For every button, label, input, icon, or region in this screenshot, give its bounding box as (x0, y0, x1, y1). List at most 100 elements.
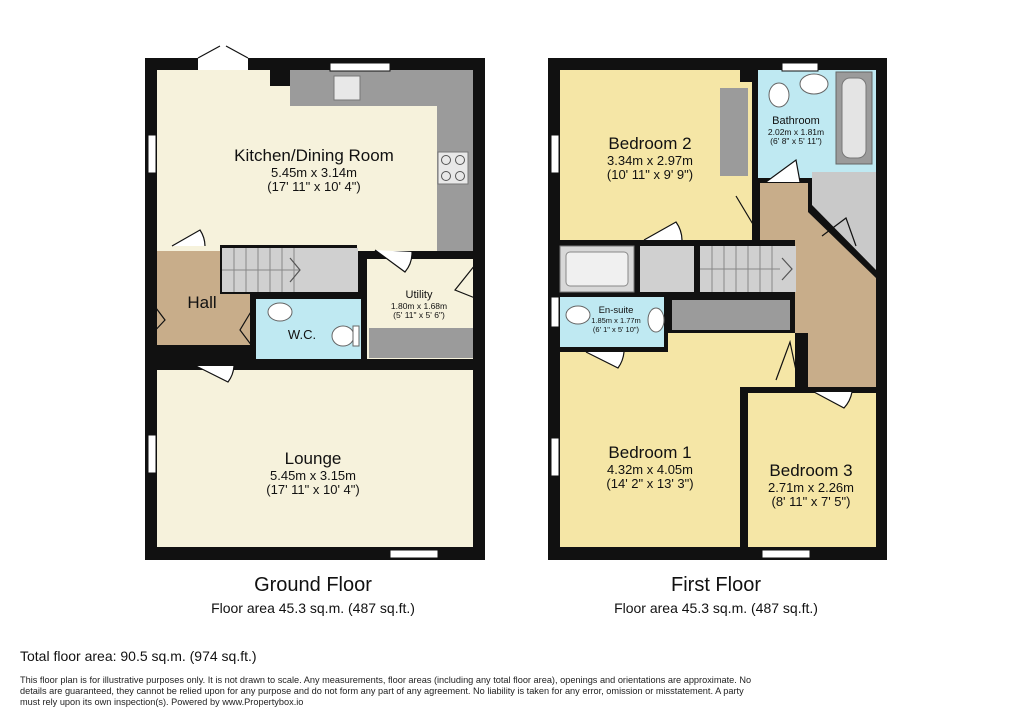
room-name: Kitchen/Dining Room (234, 146, 394, 165)
bathroom-label: Bathroom 2.02m x 1.81m (6' 8" x 5' 11") (768, 115, 824, 147)
bedroom2-label: Bedroom 2 3.34m x 2.97m (10' 11" x 9' 9"… (607, 134, 693, 183)
bedroom2-floor (560, 70, 752, 240)
bedroom3-floor (748, 393, 876, 547)
ground-floor-area: Floor area 45.3 sq.m. (487 sq.ft.) (211, 600, 415, 616)
bedroom3-label: Bedroom 3 2.71m x 2.26m (8' 11" x 7' 5") (768, 461, 854, 510)
first-floor-title: First Floor (671, 574, 761, 596)
room-name: W.C. (287, 327, 317, 342)
kitchen-floor (157, 70, 437, 251)
stairs-arrow (289, 257, 301, 283)
total-floor-area: Total floor area: 90.5 sq.m. (974 sq.ft.… (20, 648, 257, 664)
window (389, 549, 439, 559)
door-swing (585, 351, 625, 369)
lounge-floor (157, 370, 473, 547)
shower-tray (565, 251, 629, 287)
door-swing (374, 249, 413, 273)
room-dimensions-imperial: (17' 11" x 10' 4") (267, 179, 361, 195)
door-swing (643, 221, 683, 241)
room-name: Hall (187, 293, 217, 312)
stair-treads (222, 248, 300, 292)
door-swing (149, 299, 166, 337)
ensuite-label: En-suite 1.85m x 1.77m (6' 1" x 5' 10") (591, 305, 641, 334)
sink (333, 75, 361, 101)
room-name: Bathroom (772, 115, 820, 127)
room-name: Bedroom 3 (769, 461, 853, 480)
hob-ring (441, 171, 451, 181)
ground-floor-title: Ground Floor (254, 574, 372, 596)
bathroom-toilet (768, 82, 790, 108)
door-swing (813, 391, 853, 409)
room-dimensions-imperial: (14' 2" x 13' 3") (606, 476, 694, 492)
window (781, 62, 819, 72)
ensuite-basin (647, 307, 665, 333)
room-dimensions-imperial: (6' 8" x 5' 11") (770, 136, 822, 147)
airing-cupboard (640, 246, 694, 292)
bedroom1-label: Bedroom 1 4.32m x 4.05m (14' 2" x 13' 3"… (606, 443, 693, 492)
door-swing (171, 229, 206, 247)
window (329, 62, 391, 72)
room-dimensions-metric: 3.34m x 2.97m (607, 152, 693, 168)
room-dimensions-imperial: (8' 11" x 7' 5") (771, 494, 851, 510)
room-name: Utility (405, 289, 433, 301)
kitchen-label: Kitchen/Dining Room 5.45m x 3.14m (17' 1… (234, 146, 394, 195)
bathroom-basin (799, 73, 829, 95)
hob (437, 151, 469, 185)
landing-floor (760, 183, 876, 387)
window (147, 134, 157, 174)
hob-ring (455, 155, 465, 165)
room-name: Bedroom 2 (608, 134, 692, 153)
room-dimensions-imperial: (10' 11" x 9' 9") (606, 167, 694, 183)
first-floor-plan (548, 58, 887, 560)
room-dimensions-metric: 5.45m x 3.15m (269, 467, 356, 483)
first-floor-area: Floor area 45.3 sq.m. (487 sq.ft.) (614, 600, 818, 616)
stairs-arrow (781, 257, 793, 281)
cupboard (812, 172, 876, 270)
bedroom1-floor (560, 333, 795, 547)
room-dimensions-imperial: (6' 1" x 5' 10") (592, 324, 640, 334)
hall-label: Hall (187, 293, 216, 313)
wardrobe (720, 88, 748, 176)
door-swing (821, 217, 857, 247)
wc-basin (267, 302, 293, 322)
wc-cistern (352, 325, 360, 347)
room-dimensions-metric: 2.02m x 1.81m (767, 126, 825, 137)
french-doors (198, 58, 248, 70)
room-dimensions-metric: 1.80m x 1.68m (390, 300, 448, 311)
disclaimer: This floor plan is for illustrative purp… (20, 675, 752, 707)
wc-label: W.C. (287, 327, 317, 343)
door-swing (454, 264, 476, 299)
door-swing (775, 339, 799, 381)
window (761, 549, 811, 559)
room-name: Lounge (284, 449, 342, 468)
bath-inner (841, 77, 867, 159)
window (550, 437, 560, 477)
room-name: Bedroom 1 (608, 443, 692, 462)
door-swing (735, 195, 755, 227)
window (550, 134, 560, 174)
kitchen-worktop (290, 70, 473, 251)
stair-treads (700, 246, 780, 292)
lounge-label: Lounge 5.45m x 3.15m (17' 11" x 10' 4") (266, 449, 359, 498)
door-swing (765, 158, 801, 183)
wardrobe (672, 300, 790, 330)
hob-ring (455, 171, 465, 181)
door-swing (239, 309, 253, 347)
room-dimensions-imperial: (5' 11" x 5' 6") (393, 310, 445, 321)
hall-floor (157, 251, 250, 345)
room-dimensions-metric: 2.71m x 2.26m (768, 479, 854, 495)
room-name: En-suite (598, 305, 634, 316)
utility-worktop (369, 328, 473, 358)
window (550, 296, 560, 328)
room-dimensions-metric: 4.32m x 4.05m (607, 461, 693, 477)
ground-floor-plan (145, 45, 485, 560)
ensuite-toilet (565, 305, 591, 325)
room-dimensions-metric: 1.85m x 1.77m (591, 315, 641, 325)
door-swing (197, 45, 249, 59)
hob-ring (441, 155, 451, 165)
room-dimensions-metric: 5.45m x 3.14m (270, 164, 357, 180)
wc-toilet (331, 325, 355, 347)
room-dimensions-imperial: (17' 11" x 10' 4") (266, 482, 360, 498)
door-swing (195, 365, 235, 383)
window (147, 434, 157, 474)
